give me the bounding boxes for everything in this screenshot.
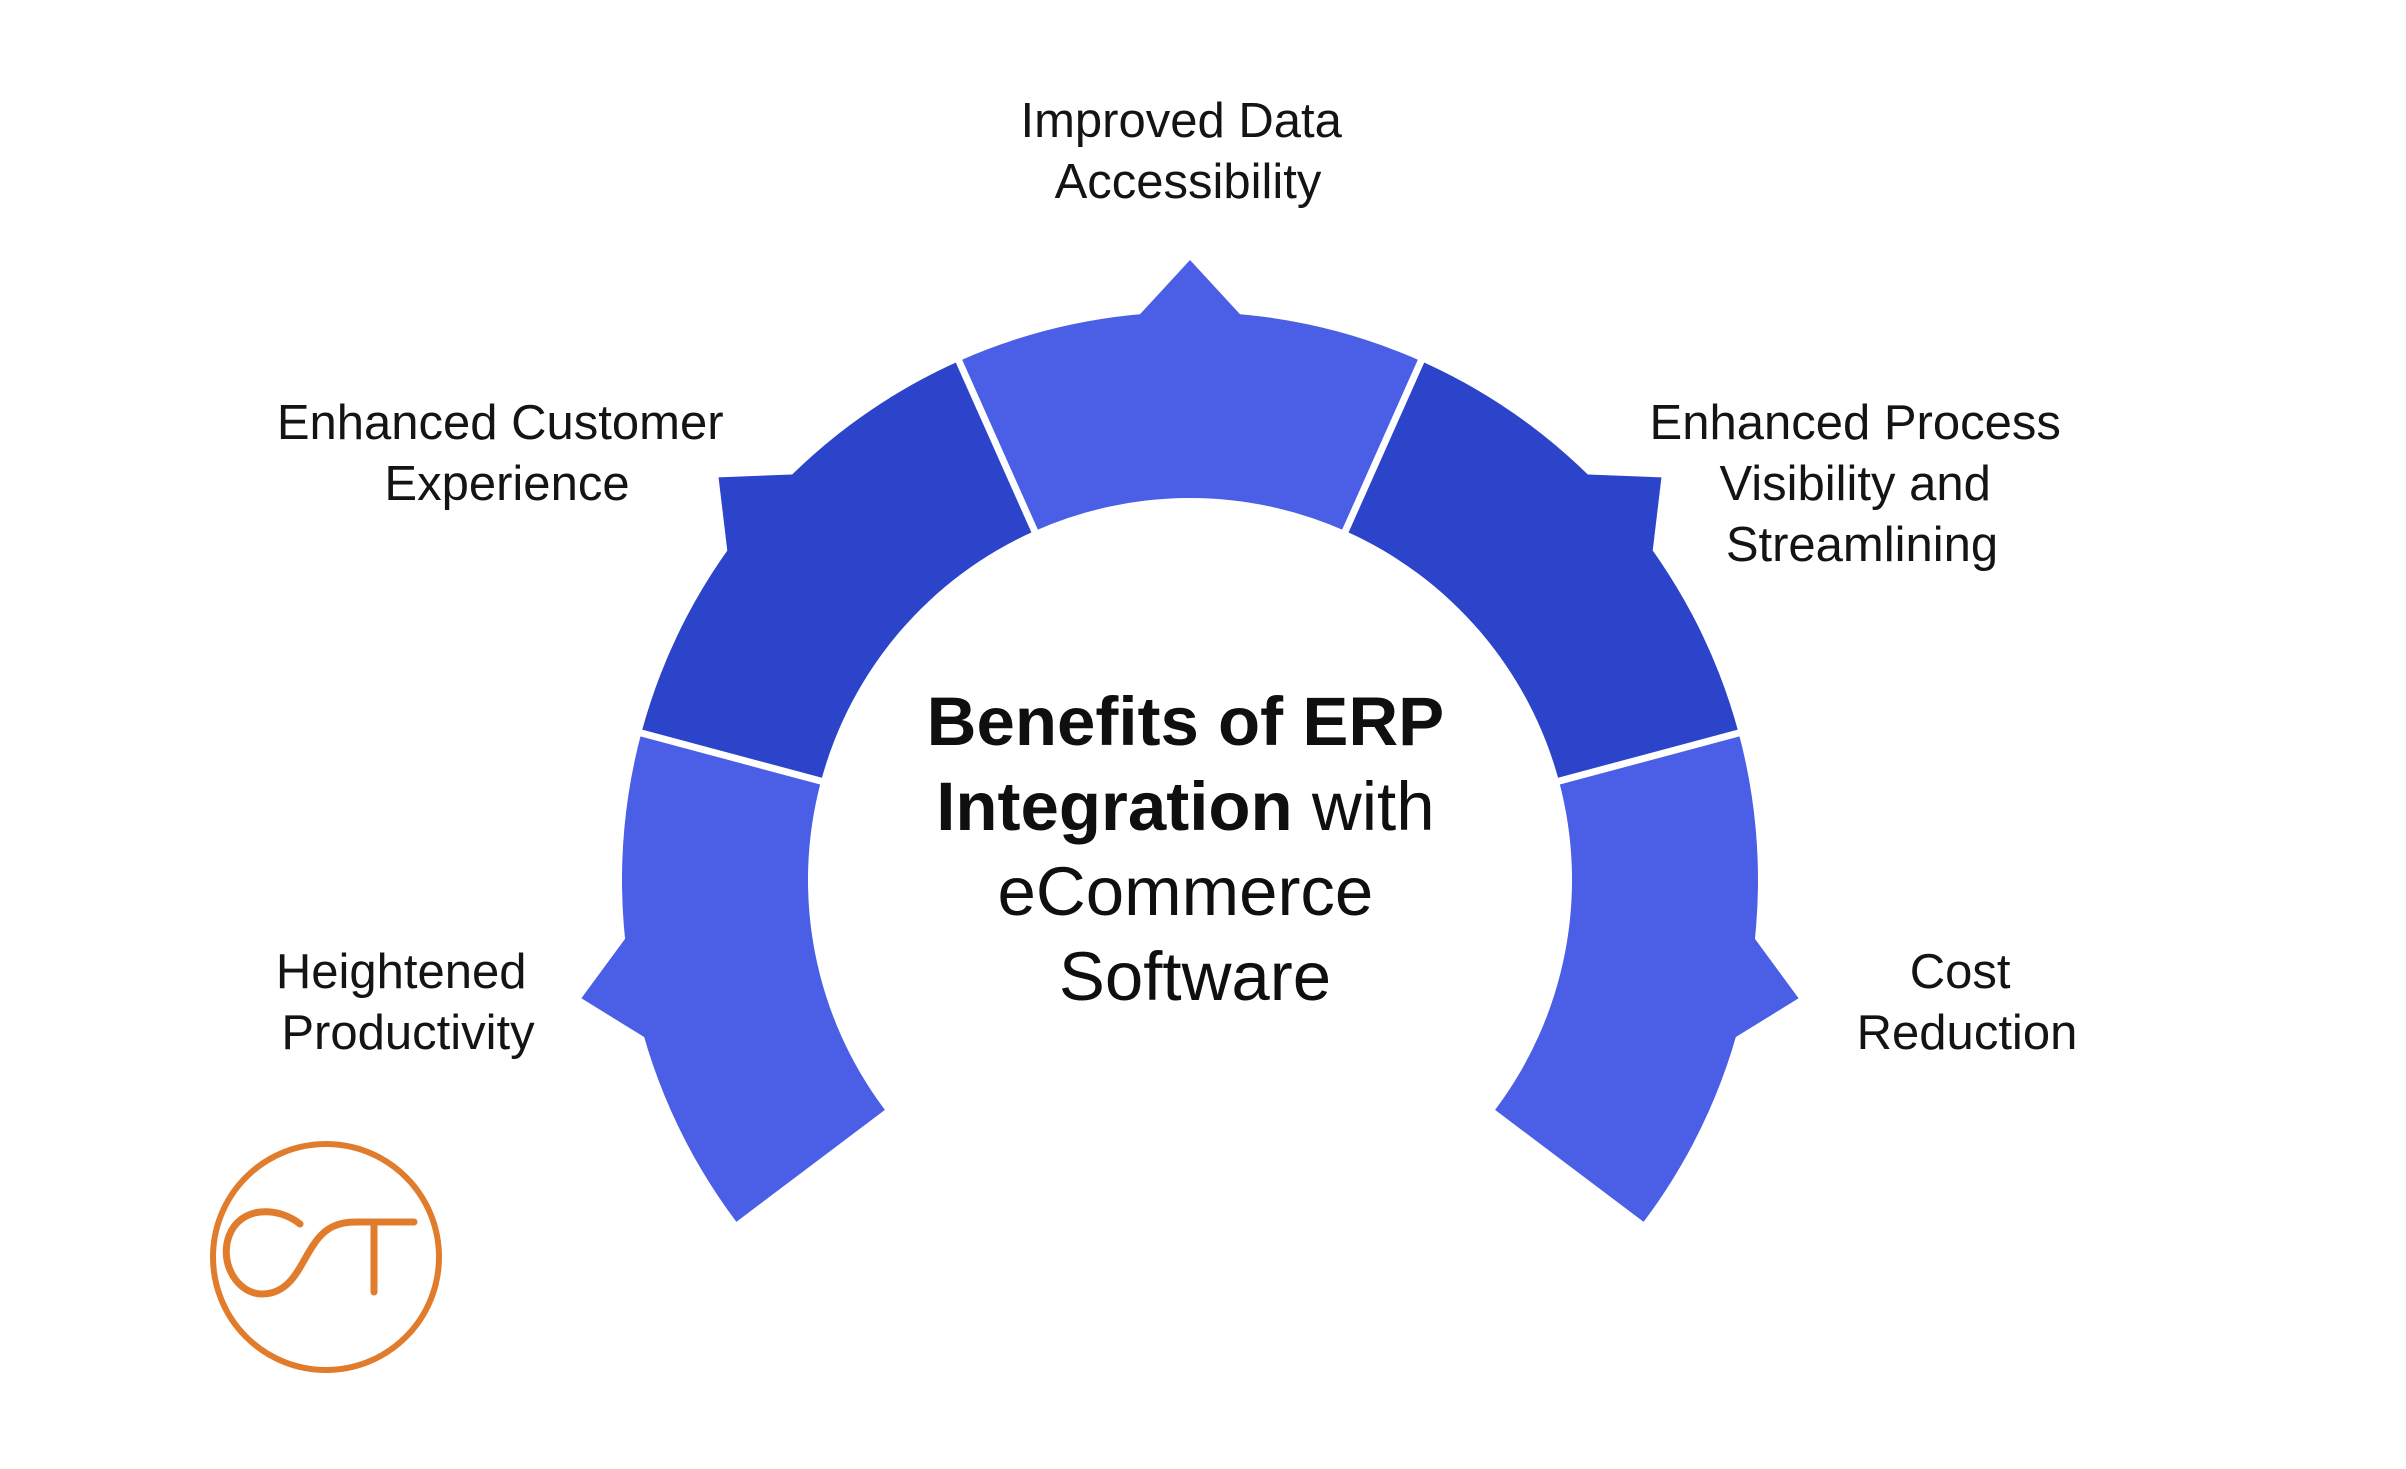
arc-segment-improved-data-accessibility bbox=[958, 312, 1422, 532]
segment-divider bbox=[1341, 357, 1426, 535]
arc-segment-cost-reduction bbox=[1495, 732, 1758, 1222]
benefit-arc bbox=[581, 260, 1799, 1222]
arc-segment-enhanced-customer-experience bbox=[641, 361, 1035, 782]
benefit-label-heightened-productivity: Heightened Productivity bbox=[276, 945, 540, 1060]
benefit-label-enhanced-process-visibility: Enhanced Process Visibility and Streamli… bbox=[1650, 396, 2075, 572]
benefit-label-improved-data-accessibility: Improved Data Accessibility bbox=[1021, 94, 1356, 209]
benefit-label-cost-reduction: Cost Reduction bbox=[1857, 945, 2078, 1060]
arc-segment-enhanced-process-visibility bbox=[1345, 361, 1739, 782]
arc-pointer-enhanced-customer-experience bbox=[718, 474, 799, 557]
logo-ct-mark bbox=[222, 1208, 418, 1298]
arc-pointer-improved-data-accessibility bbox=[1135, 260, 1245, 319]
arc-segment-heightened-productivity bbox=[622, 732, 885, 1222]
benefit-label-enhanced-customer-experience: Enhanced Customer Experience bbox=[277, 396, 737, 511]
arc-pointer-cost-reduction bbox=[1730, 934, 1799, 1041]
segment-divider bbox=[1556, 729, 1742, 786]
segment-divider bbox=[954, 357, 1039, 535]
diagram-title: Benefits of ERP Integration with eCommer… bbox=[927, 683, 1464, 1015]
arc-pointer-enhanced-process-visibility bbox=[1581, 474, 1662, 557]
arc-pointer-heightened-productivity bbox=[581, 934, 650, 1041]
ct-logo bbox=[210, 1141, 442, 1373]
segment-divider bbox=[638, 729, 824, 786]
logo-ring bbox=[210, 1141, 442, 1373]
